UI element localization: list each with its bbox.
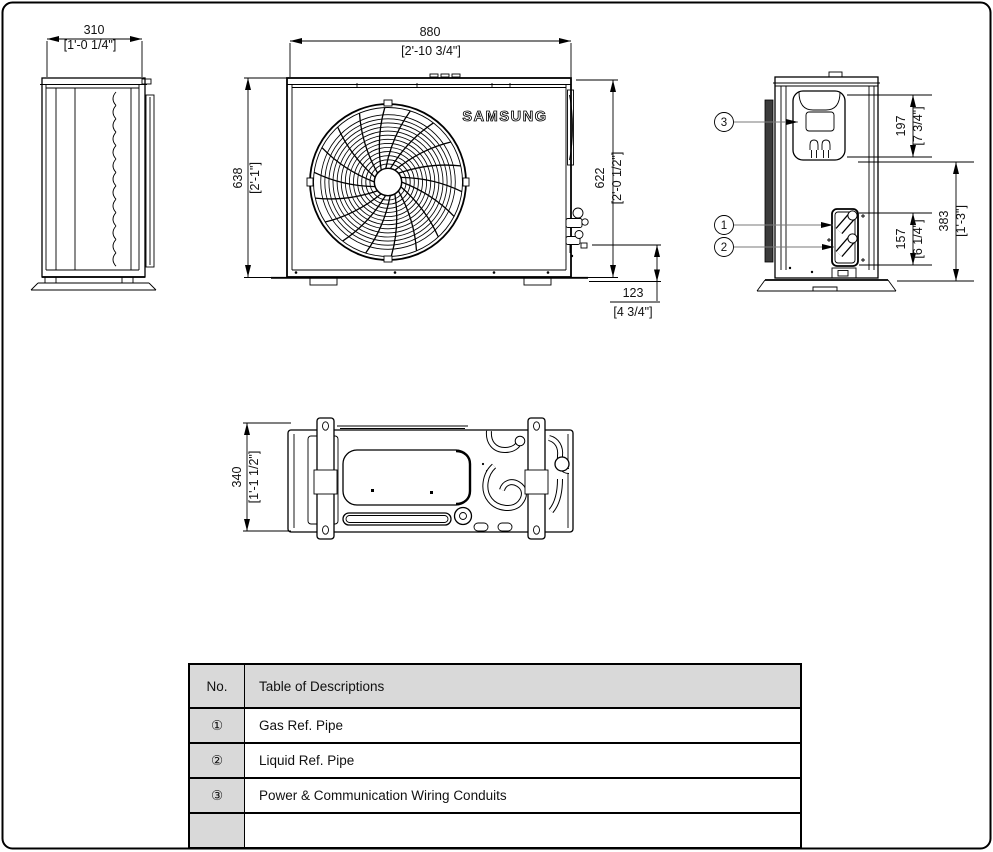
piping-curves (482, 430, 570, 513)
dim-depth-ft: [1'-1 1/2"] (247, 451, 261, 504)
table-header-no: No. (190, 665, 245, 707)
table-row-number: ③ (190, 779, 245, 812)
right-side-view: 3 1 2 197 [7 3/4"] 157 [6 1/4"] 383 [1'-… (714, 71, 974, 292)
mounting-bracket-left (313, 417, 338, 540)
dim-pipe-zone-ft: [1'-3"] (954, 205, 968, 237)
dim-pipe-zone-mm: 383 (937, 211, 951, 232)
dim-pipe-panel-ft: [6 1/4"] (911, 219, 925, 258)
top-view: 340 [1'-1 1/2"] (230, 417, 574, 540)
dim-depth-mm: 340 (230, 467, 244, 488)
table-row-description (245, 814, 800, 847)
table-header-desc: Table of Descriptions (245, 665, 800, 707)
table-row-description: Gas Ref. Pipe (259, 718, 344, 733)
dim-pipe-offset-ft: [4 3/4"] (613, 305, 652, 319)
dim-left-width-mm: 310 (84, 23, 105, 37)
callout-2-number: 2 (721, 242, 727, 254)
callout-3: 3 (714, 112, 798, 132)
dim-front-width-mm: 880 (420, 25, 441, 39)
dim-front-height-mm: 638 (231, 168, 245, 189)
table-row-description: Liquid Ref. Pipe (259, 753, 355, 768)
brand-logo: SAMSUNG (462, 109, 547, 125)
table-row: ② Liquid Ref. Pipe (190, 742, 800, 777)
corner-bracket (567, 89, 574, 166)
callout-1: 1 (714, 215, 833, 235)
dim-front-height-ft: [2'-1"] (248, 162, 262, 194)
table-header-row: No. Table of Descriptions (190, 665, 800, 707)
front-view: 880 [2'-10 3/4"] (231, 25, 661, 319)
fan-rings (320, 114, 456, 250)
table-row-number: ① (190, 709, 245, 742)
table-row (190, 812, 800, 847)
callout-1-number: 1 (721, 220, 727, 232)
callout-3-number: 3 (721, 117, 727, 129)
wiring-conduit-cover (792, 90, 846, 161)
coil-edge-strip (764, 99, 774, 263)
table-row-number: ② (190, 744, 245, 777)
service-valves (565, 207, 589, 258)
dim-conduit-mm: 197 (894, 116, 908, 137)
dim-conduit-ft: [7 3/4"] (911, 106, 925, 145)
callout-2: 2 (714, 237, 834, 257)
fan-spokes (313, 107, 463, 257)
dim-right-height-mm: 622 (593, 168, 607, 189)
dim-front-width-ft: [2'-10 3/4"] (401, 44, 461, 58)
table-row-description: Power & Communication Wiring Conduits (259, 788, 507, 803)
mounting-bracket-right (524, 417, 549, 540)
dim-left-width-ft: [1'-0 1/4"] (64, 38, 117, 52)
description-table: No. Table of Descriptions ① Gas Ref. Pip… (188, 663, 802, 849)
table-row: ① Gas Ref. Pipe (190, 707, 800, 742)
left-side-view: 310 [1'-0 1/4"] (30, 23, 157, 291)
table-row-number (190, 814, 245, 847)
dim-pipe-panel-mm: 157 (894, 229, 908, 250)
dim-right-height-ft: [2'-0 1/2"] (610, 152, 624, 205)
table-row: ③ Power & Communication Wiring Conduits (190, 777, 800, 812)
fan-grille (306, 99, 470, 263)
dim-pipe-offset-mm: 123 (623, 286, 644, 300)
pipe-outlet-panel (827, 208, 865, 267)
coil-fin-arcs (112, 91, 117, 267)
